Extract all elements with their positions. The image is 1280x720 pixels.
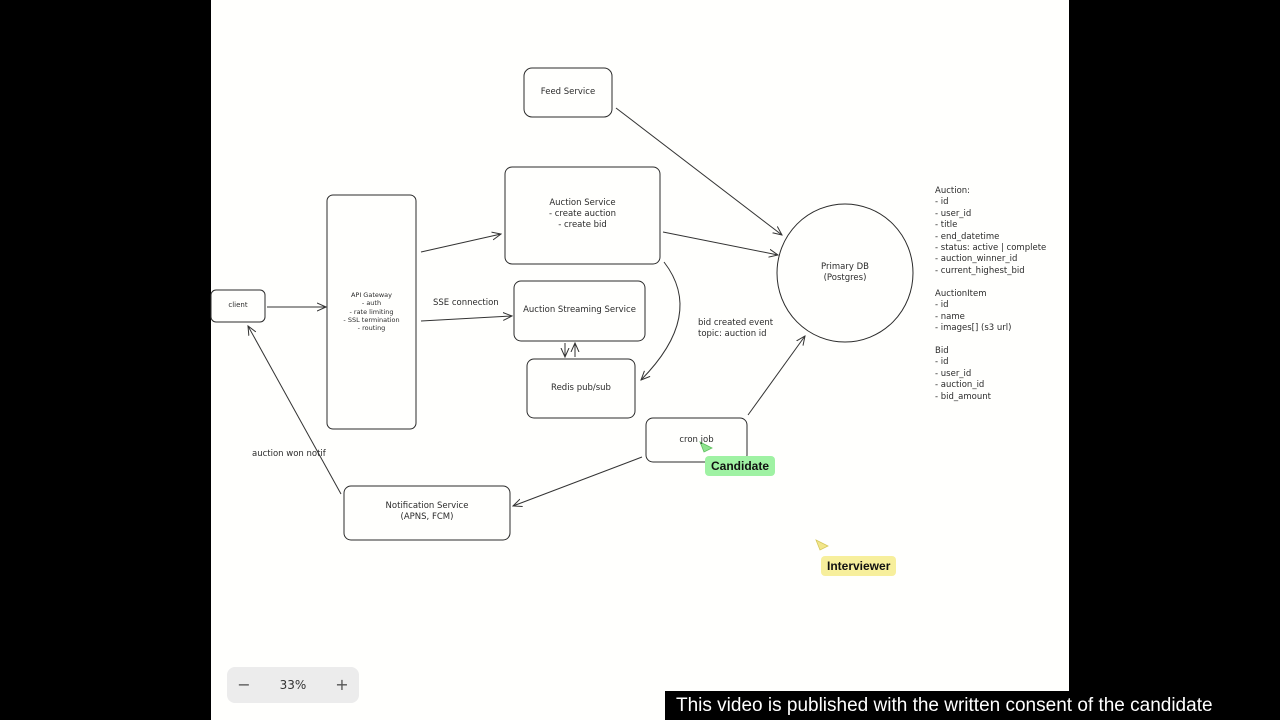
redis-box[interactable] [526, 358, 636, 419]
candidate-cursor-label: Candidate [705, 456, 776, 476]
arrow-gateway-to-auction-service [420, 234, 501, 253]
client-label: client [228, 301, 248, 309]
arrow-notification-to-client [248, 326, 342, 495]
zoom-control: − 33% + [227, 667, 359, 703]
auction-streaming-label: Auction Streaming Service [523, 305, 636, 315]
arrow-cron-to-db [747, 336, 805, 416]
bid-created-event-label: bid created event topic: auction id [698, 318, 774, 339]
cron-job-box[interactable] [645, 417, 748, 463]
sse-connection-label: SSE connection [433, 298, 499, 308]
arrow-feed-to-db [615, 107, 782, 235]
arrow-gateway-to-streaming [420, 316, 512, 322]
schema-auction: Auction: - id - user_id - title - end_da… [935, 186, 1047, 276]
zoom-out-button[interactable]: − [237, 675, 251, 694]
api-gateway-box[interactable] [326, 194, 417, 430]
cron-job-label: cron job [679, 435, 714, 445]
arrow-auction-service-to-redis [641, 261, 681, 380]
auction-service-label: Auction Service - create auction - creat… [548, 198, 616, 230]
primary-db-circle[interactable] [776, 203, 914, 343]
redis-label: Redis pub/sub [551, 383, 611, 393]
zoom-in-button[interactable]: + [335, 675, 349, 694]
schema-auction-item: AuctionItem - id - name - images[] (s3 u… [935, 289, 1012, 334]
arrow-auction-service-to-db [662, 231, 778, 255]
consent-caption: This video is published with the written… [665, 691, 1280, 720]
primary-db-label: Primary DB (Postgres) [821, 262, 869, 283]
arrow-cron-to-notification [513, 456, 643, 506]
candidate-pointer-icon [699, 441, 713, 453]
feed-service-box[interactable] [523, 67, 613, 118]
interviewer-pointer-icon [815, 539, 829, 551]
feed-service-label: Feed Service [540, 87, 596, 97]
whiteboard-canvas[interactable] [211, 0, 1069, 720]
interviewer-cursor-label: Interviewer [821, 556, 897, 576]
auction-service-box[interactable] [504, 166, 661, 265]
api-gateway-label: API Gateway - auth - rate limiting - SSL… [343, 291, 400, 333]
schema-bid: Bid - id - user_id - auction_id - bid_am… [935, 346, 991, 402]
client-box[interactable] [210, 289, 266, 323]
notification-service-box[interactable] [343, 485, 511, 541]
auction-won-notif-label: auction won notif [252, 449, 326, 459]
auction-streaming-box[interactable] [513, 280, 646, 342]
notification-service-label: Notification Service (APNS, FCM) [385, 501, 469, 522]
zoom-level: 33% [279, 678, 307, 692]
